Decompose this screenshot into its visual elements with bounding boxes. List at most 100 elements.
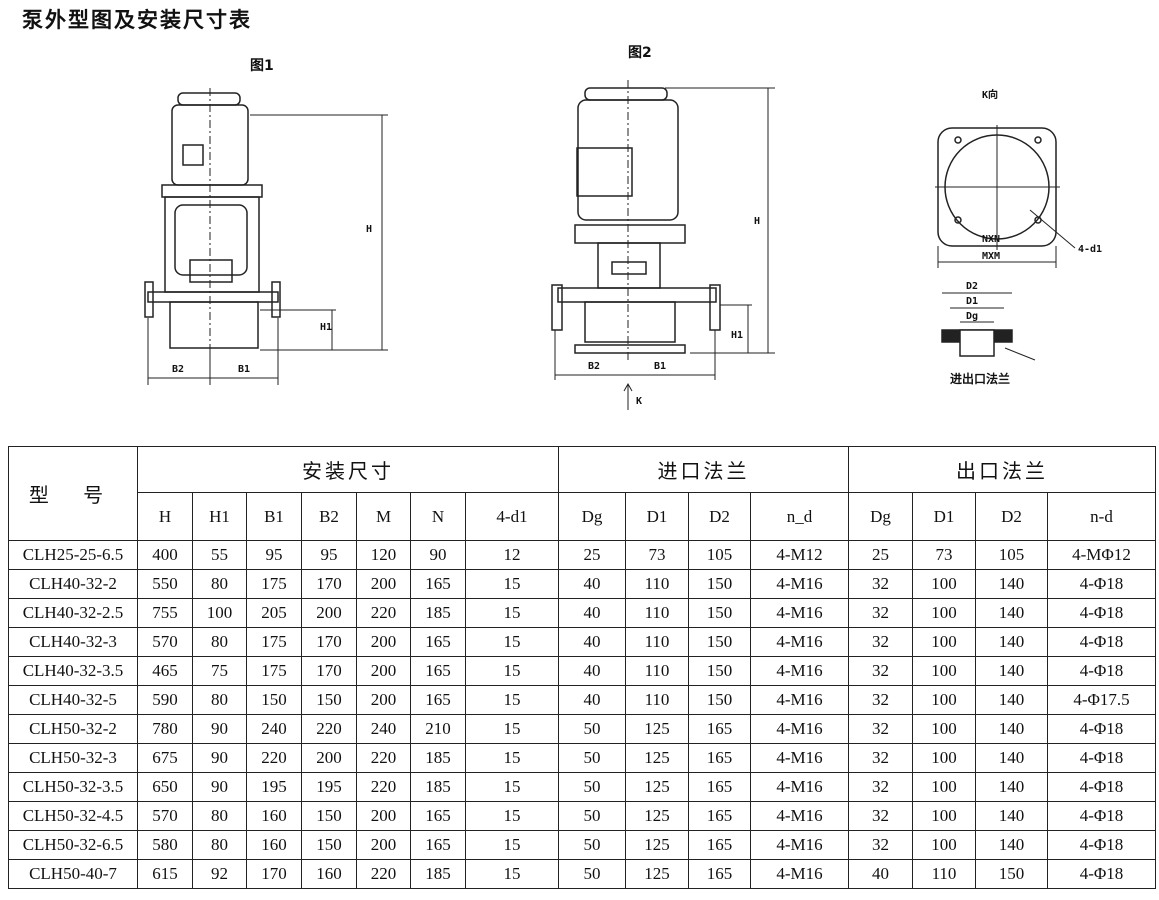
table-cell: 80 [192,627,247,657]
table-cell: 165 [688,772,751,802]
table-cell: 110 [625,598,689,628]
table-cell: 100 [912,830,976,860]
table-cell: 32 [848,569,913,599]
table-cell: 580 [137,830,193,860]
mxm-label: MXM [982,251,1001,262]
model-cell: CLH40-32-2.5 [8,598,138,628]
table-cell: 100 [912,801,976,831]
table-cell: 4-Φ18 [1047,801,1156,831]
table-cell: 15 [465,714,559,744]
table-cell: 165 [688,859,751,889]
table-cell: 120 [356,540,411,570]
model-cell: CLH50-40-7 [8,859,138,889]
table-cell: 200 [301,743,357,773]
table-cell: 165 [688,830,751,860]
table-cell: 650 [137,772,193,802]
table-cell: 240 [246,714,302,744]
table-cell: 195 [246,772,302,802]
table-cell: 200 [356,569,411,599]
table-cell: 140 [975,685,1048,715]
fig2-h-label: H [754,216,761,227]
table-cell: 32 [848,830,913,860]
table-cell: 220 [356,743,411,773]
table-cell: 165 [410,801,466,831]
table-cell: 15 [465,598,559,628]
table-cell: 165 [410,569,466,599]
figure1-caption: 图1 [250,58,274,74]
table-cell: 100 [912,772,976,802]
table-cell: 150 [301,830,357,860]
table-cell: 200 [356,801,411,831]
table-cell: 75 [192,656,247,686]
table-cell: 125 [625,830,689,860]
table-cell: 4-M16 [750,743,849,773]
table-cell: 175 [246,627,302,657]
table-cell: 170 [246,859,302,889]
table-cell: 150 [301,801,357,831]
table-cell: 125 [625,801,689,831]
page-title: 泵外型图及安装尺寸表 [22,8,252,32]
table-cell: 150 [688,656,751,686]
table-cell: 160 [246,801,302,831]
table-cell: 170 [301,569,357,599]
table-cell: 15 [465,627,559,657]
table-cell: 95 [246,540,302,570]
table-cell: 185 [410,743,466,773]
table-cell: 400 [137,540,193,570]
table-cell: 50 [558,743,626,773]
table-cell: 205 [246,598,302,628]
table-cell: 55 [192,540,247,570]
table-cell: 140 [975,772,1048,802]
model-header: 型 号 [8,446,138,541]
table-cell: 140 [975,714,1048,744]
table-cell: 32 [848,598,913,628]
column-header: D2 [688,492,751,541]
table-cell: 220 [356,772,411,802]
fig1-b2-label: B2 [172,364,185,375]
table-cell: 200 [301,598,357,628]
table-cell: 15 [465,859,559,889]
table-cell: 140 [975,598,1048,628]
table-cell: 150 [688,627,751,657]
table-cell: 220 [301,714,357,744]
table-cell: 220 [246,743,302,773]
table-cell: 150 [688,598,751,628]
table-cell: 32 [848,714,913,744]
table-cell: 50 [558,714,626,744]
table-cell: 4-Φ18 [1047,714,1156,744]
table-cell: 200 [356,830,411,860]
table-cell: 90 [192,714,247,744]
table-cell: 140 [975,569,1048,599]
table-cell: 150 [301,685,357,715]
table-cell: 100 [912,743,976,773]
table-cell: 110 [625,627,689,657]
table-cell: 150 [688,685,751,715]
table-cell: 40 [558,598,626,628]
table-cell: 4-M16 [750,598,849,628]
table-cell: 4-Φ18 [1047,772,1156,802]
column-header: M [356,492,411,541]
table-cell: 185 [410,598,466,628]
table-cell: 160 [301,859,357,889]
table-cell: 4-Φ18 [1047,656,1156,686]
table-cell: 465 [137,656,193,686]
table-cell: 15 [465,743,559,773]
table-cell: 100 [912,627,976,657]
table-cell: 40 [558,627,626,657]
table-cell: 100 [912,685,976,715]
model-cell: CLH50-32-3 [8,743,138,773]
table-cell: 140 [975,627,1048,657]
table-cell: 15 [465,685,559,715]
flange-drawing [941,292,1036,361]
table-cell: 90 [410,540,466,570]
table-cell: 590 [137,685,193,715]
table-cell: 165 [410,685,466,715]
table-cell: 73 [912,540,976,570]
table-cell: 15 [465,801,559,831]
table-cell: 165 [688,714,751,744]
column-header: B1 [246,492,302,541]
